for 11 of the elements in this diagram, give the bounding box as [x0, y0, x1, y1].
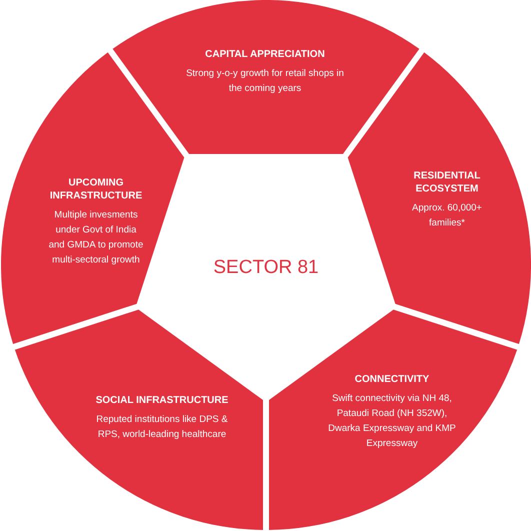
- segment-heading: CONNECTIVITY: [354, 373, 430, 386]
- segment-heading: SOCIAL INFRASTRUCTURE: [94, 394, 230, 407]
- segment-heading: RESIDENTIAL ECOSYSTEM: [412, 170, 482, 196]
- segment-description: Strong y-o-y growth for retail shops in the coming years: [185, 67, 345, 96]
- segment-heading: CAPITAL APPRECIATION: [204, 48, 326, 61]
- segment-description: Multiple invesments under Govt of India and GMDA to promote multi-sectoral growth: [48, 208, 144, 268]
- center-title: SECTOR 81: [213, 257, 319, 279]
- segment-heading: UPCOMING INFRASTRUCTURE: [48, 176, 144, 202]
- segment-description: Reputed institutions like DPS & RPS, world-leading healthcare: [95, 413, 229, 442]
- segment-description: Approx. 60,000+ families*: [411, 202, 483, 230]
- segment-description: Swift connectivity via NH 48, Pataudi Road (NH 352W), Dwarka Expressway and KMP Expressway: [327, 392, 457, 451]
